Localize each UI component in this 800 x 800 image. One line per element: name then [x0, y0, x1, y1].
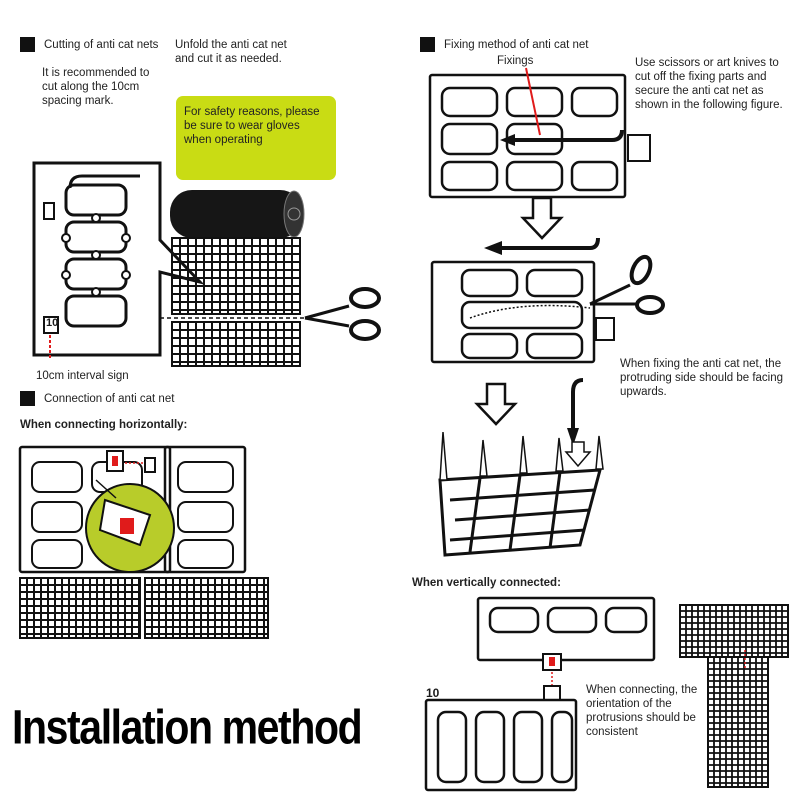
- section-marker-icon: [20, 37, 35, 52]
- fixings-label: Fixings: [497, 55, 534, 67]
- connection-heading-text: Connection of anti cat net: [44, 392, 175, 405]
- vertical-label: When vertically connected:: [412, 577, 561, 589]
- mark-number: 10: [46, 317, 59, 329]
- cut-grid-piece: [171, 321, 301, 367]
- connection-heading: Connection of anti cat net: [20, 391, 174, 406]
- facing-note: When fixing the anti cat net, the protru…: [620, 358, 784, 398]
- safety-note: For safety reasons, please be sure to we…: [176, 96, 336, 180]
- cutting-heading-text: Cutting of anti cat nets: [44, 38, 159, 51]
- vertical-mesh-top: [476, 596, 656, 662]
- fixing-heading-text: Fixing method of anti cat net: [444, 38, 589, 51]
- cutting-recommend-text: It is recommended to cut along the 10cm …: [42, 67, 150, 107]
- unrolled-grid: [171, 237, 301, 366]
- down-arrow-icon: [520, 196, 564, 240]
- interval-label: 10cm interval sign: [36, 370, 129, 382]
- spike-grid: [438, 468, 602, 557]
- fixing-heading: Fixing method of anti cat net: [420, 37, 588, 52]
- section-marker-icon: [20, 391, 35, 406]
- vertical-mesh-bottom: [424, 698, 578, 792]
- down-arrow-icon-2: [474, 382, 518, 426]
- section-marker-icon: [420, 37, 435, 52]
- safety-note-text: For safety reasons, please be sure to we…: [184, 106, 320, 146]
- net-roll: [170, 190, 302, 238]
- vertical-mark-number: 10: [426, 686, 440, 700]
- scissors-icon: [304, 287, 381, 341]
- orientation-note: When connecting, the orientation of the …: [586, 684, 698, 738]
- page-title: Installation method: [12, 700, 363, 755]
- cutting-heading: Cutting of anti cat nets: [20, 37, 158, 52]
- horizontal-label: When connecting horizontally:: [20, 419, 188, 431]
- fixing-hook: [505, 129, 624, 142]
- fixings-pointer: [525, 67, 541, 136]
- fixing-mesh-middle: [430, 260, 596, 364]
- cutting-unfold-text: Unfold the anti cat net and cut it as ne…: [175, 39, 287, 65]
- fixing-instruction: Use scissors or art knives to cut off th…: [635, 57, 783, 111]
- scissors-icon-2: [589, 254, 665, 315]
